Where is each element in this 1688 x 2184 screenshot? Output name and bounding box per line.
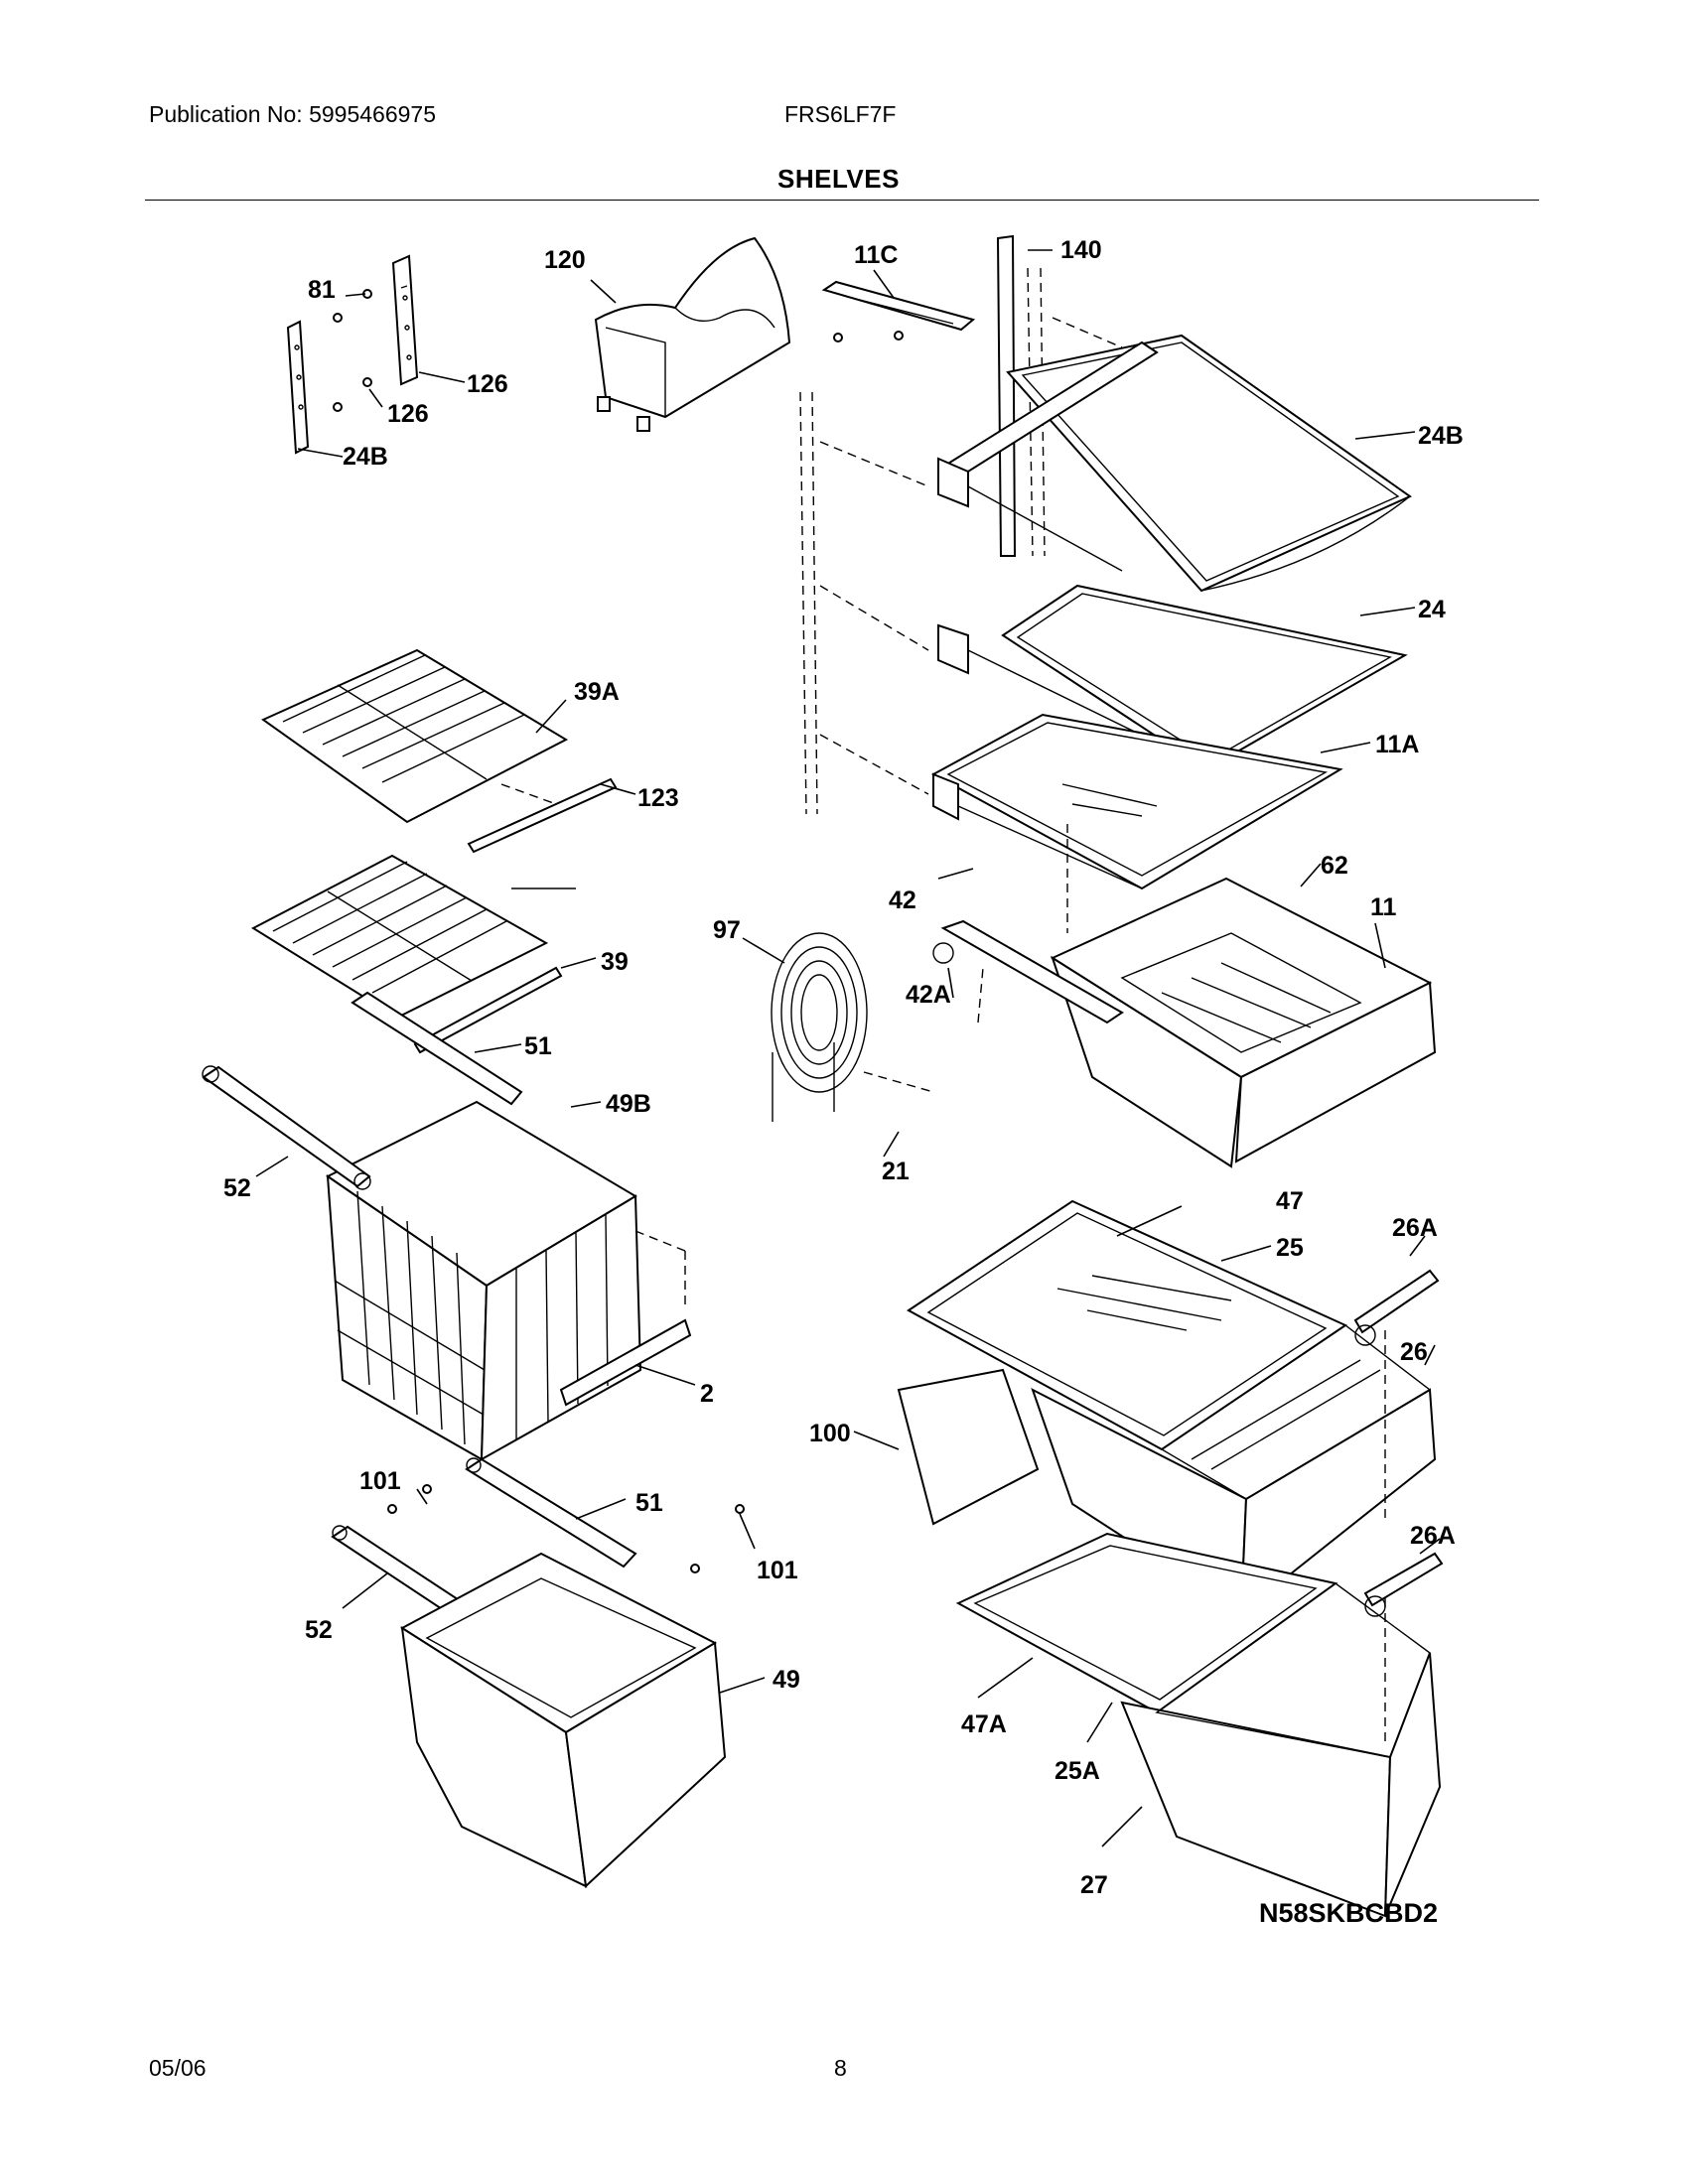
part-2-basket-trim bbox=[559, 1318, 692, 1407]
part-140-shelf-ladder bbox=[799, 234, 1123, 815]
callout-52: 52 bbox=[305, 1616, 333, 1644]
callout-140: 140 bbox=[1060, 236, 1102, 264]
callout-47: 47 bbox=[1276, 1187, 1304, 1215]
part-49-freezer-bin bbox=[400, 1552, 727, 1889]
callout-26: 26 bbox=[1400, 1338, 1428, 1366]
callout-47a: 47A bbox=[961, 1710, 1007, 1738]
part-24b-shelf-upper bbox=[937, 334, 1413, 593]
part-100-panel bbox=[897, 1368, 1040, 1526]
part-39-shelf-trim bbox=[413, 966, 563, 1054]
publication-number: Publication No: 5995466975 bbox=[149, 101, 437, 127]
callout-11: 11 bbox=[1370, 893, 1397, 921]
callout-120: 120 bbox=[544, 246, 586, 274]
callout-49b: 49B bbox=[606, 1090, 651, 1118]
part-26a-bracket-upper bbox=[1353, 1269, 1440, 1346]
callout-126: 126 bbox=[387, 400, 429, 428]
part-42a-drawer-rail bbox=[932, 824, 1124, 1024]
callout-52: 52 bbox=[223, 1174, 251, 1202]
footer-date: 05/06 bbox=[149, 2055, 207, 2081]
part-49b-wire-basket bbox=[326, 1100, 686, 1461]
callout-97: 97 bbox=[713, 916, 741, 944]
callout-24b: 24B bbox=[1418, 422, 1464, 450]
part-24b-shelf-middle bbox=[937, 584, 1408, 771]
callout-39a: 39A bbox=[574, 678, 620, 706]
model-number: FRS6LF7F bbox=[784, 101, 897, 127]
callout-2: 2 bbox=[700, 1380, 714, 1408]
part-39a-shelf-trim bbox=[467, 777, 618, 854]
callout-26a: 26A bbox=[1410, 1522, 1456, 1550]
part-120-door-bin bbox=[594, 236, 791, 432]
callout-11c: 11C bbox=[854, 241, 898, 269]
callout-39: 39 bbox=[601, 948, 629, 976]
callout-101: 101 bbox=[757, 1557, 798, 1584]
callout-27: 27 bbox=[1080, 1871, 1108, 1899]
part-27-crisper-drawer bbox=[1120, 1582, 1442, 1918]
diagram-code: N58SKBCBD2 bbox=[1259, 1898, 1439, 1928]
part-42-crisper-drawer bbox=[1050, 877, 1437, 1168]
callout-42a: 42A bbox=[906, 981, 951, 1009]
page-number: 8 bbox=[834, 2055, 847, 2081]
callout-123: 123 bbox=[637, 784, 679, 812]
part-11a-wire-shelf bbox=[261, 648, 569, 824]
page-title: SHELVES bbox=[777, 164, 900, 194]
callout-26a: 26A bbox=[1392, 1214, 1438, 1242]
callout-24b: 24B bbox=[343, 443, 388, 471]
part-51-bin-rail-lower bbox=[465, 1457, 637, 1569]
callout-100: 100 bbox=[809, 1420, 851, 1447]
callout-49: 49 bbox=[773, 1666, 800, 1694]
callout-42: 42 bbox=[889, 887, 916, 914]
callout-25: 25 bbox=[1276, 1234, 1304, 1262]
callout-101: 101 bbox=[359, 1467, 401, 1495]
callout-51: 51 bbox=[635, 1489, 663, 1517]
callout-leaders bbox=[255, 249, 1441, 1847]
part-97-heater-coil bbox=[771, 932, 934, 1122]
part-51-basket-rail-upper bbox=[351, 991, 523, 1106]
callout-81: 81 bbox=[308, 276, 336, 304]
callout-62: 62 bbox=[1321, 852, 1348, 880]
part-24-shelf-lower bbox=[930, 713, 1343, 890]
callout-21: 21 bbox=[882, 1158, 910, 1185]
part-26a-bracket-lower bbox=[1363, 1552, 1444, 1617]
part-101-screws bbox=[387, 1484, 745, 1573]
callout-25a: 25A bbox=[1055, 1757, 1100, 1785]
part-11c-rail bbox=[821, 280, 976, 342]
callout-24: 24 bbox=[1418, 596, 1446, 623]
part-11-wire-shelf bbox=[250, 854, 549, 1020]
header-divider bbox=[145, 200, 1539, 201]
part-52-basket-handle bbox=[202, 1065, 371, 1190]
callout-126: 126 bbox=[467, 370, 508, 398]
callout-51: 51 bbox=[524, 1032, 552, 1060]
callout-11a: 11A bbox=[1375, 731, 1419, 758]
callout-labels: 81 120 11C 140 126 126 24B 24B 24 11A 39A 123 42 62 11… bbox=[223, 236, 1464, 1899]
part-126-brackets bbox=[286, 254, 419, 455]
